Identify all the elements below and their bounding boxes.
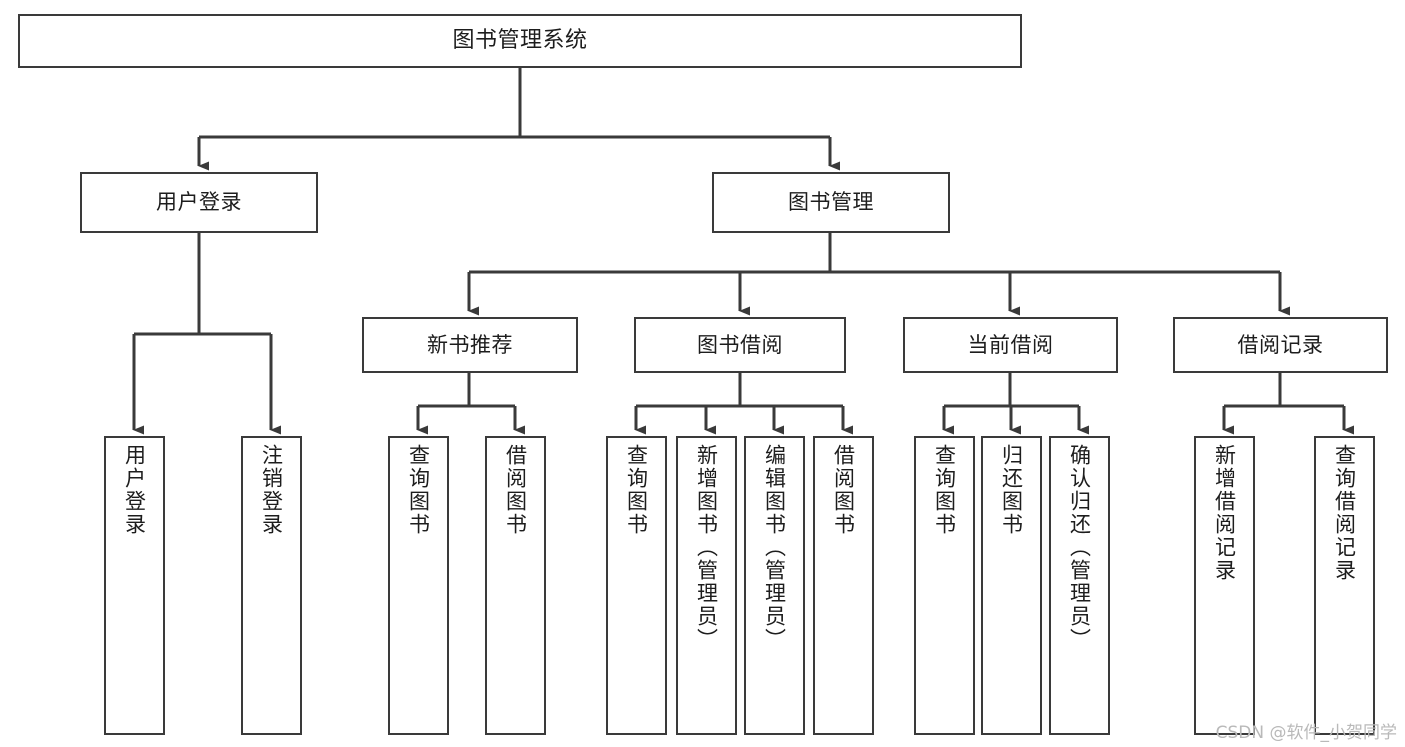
node-label: 图书管理 [788,190,874,215]
leaf-borrow-record-query-record[interactable]: 查询借阅记录 [1314,436,1375,735]
node-label: 图书管理系统 [452,28,588,54]
leaf-current-borrow-return-book[interactable]: 归还图书 [981,436,1042,735]
leaf-borrow-record-add-record[interactable]: 新增借阅记录 [1194,436,1255,735]
leaf-user-login-logout[interactable]: 注销登录 [241,436,302,735]
node-label: 查询图书 [932,444,957,536]
leaf-user-login-login[interactable]: 用户登录 [104,436,165,735]
leaf-book-borrow-query-book[interactable]: 查询图书 [606,436,667,735]
leaf-book-borrow-add-book-admin[interactable]: 新增图书（管理员） [676,436,737,735]
node-label: 用户登录 [156,190,242,215]
node-label: 借阅记录 [1237,332,1324,357]
node-new-book-recommend[interactable]: 新书推荐 [362,317,578,373]
node-label: 借阅图书 [831,444,856,536]
node-label: 查询图书 [624,444,649,536]
leaf-current-borrow-query-book[interactable]: 查询图书 [914,436,975,735]
node-label: 确认归还（管理员） [1067,444,1092,651]
node-label: 借阅图书 [503,444,528,536]
node-book-management[interactable]: 图书管理 [712,172,950,233]
node-user-login[interactable]: 用户登录 [80,172,318,233]
leaf-current-borrow-confirm-return-admin[interactable]: 确认归还（管理员） [1049,436,1110,735]
node-label: 图书借阅 [697,332,783,357]
node-label: 查询借阅记录 [1332,444,1357,582]
node-current-borrow[interactable]: 当前借阅 [903,317,1118,373]
node-root-book-management-system[interactable]: 图书管理系统 [18,14,1022,68]
node-label: 新增借阅记录 [1212,444,1237,582]
node-label: 用户登录 [122,444,147,536]
node-book-borrow[interactable]: 图书借阅 [634,317,846,373]
node-label: 归还图书 [999,444,1024,536]
leaf-new-book-query-book[interactable]: 查询图书 [388,436,449,735]
leaf-book-borrow-edit-book-admin[interactable]: 编辑图书（管理员） [744,436,805,735]
node-label: 编辑图书（管理员） [762,444,787,651]
watermark-text: CSDN @软件_小贺同学 [1215,723,1397,743]
node-label: 查询图书 [406,444,431,536]
leaf-new-book-borrow-book[interactable]: 借阅图书 [485,436,546,735]
node-label: 当前借阅 [967,332,1054,357]
leaf-book-borrow-borrow-book[interactable]: 借阅图书 [813,436,874,735]
node-label: 新增图书（管理员） [694,444,719,651]
node-borrow-record[interactable]: 借阅记录 [1173,317,1388,373]
node-label: 新书推荐 [427,332,513,357]
node-label: 注销登录 [259,444,284,536]
